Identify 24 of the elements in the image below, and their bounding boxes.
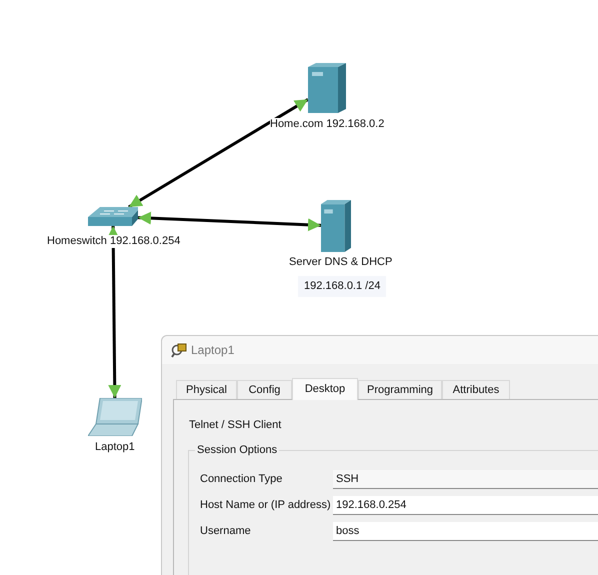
window-title: Laptop1 xyxy=(191,344,234,357)
group-legend: Session Options xyxy=(195,444,280,457)
network-link xyxy=(106,226,122,398)
tab: Programming xyxy=(358,380,442,399)
input-field: 192.168.0.254 xyxy=(333,496,598,515)
server-icon xyxy=(321,200,351,252)
field-label: Username xyxy=(200,525,251,538)
field-label: Host Name or (IP address) xyxy=(200,499,331,512)
tab: Config xyxy=(237,380,292,399)
input-field: SSH xyxy=(333,470,598,489)
field-label: Connection Type xyxy=(200,473,282,486)
device-label: Laptop1 xyxy=(95,441,135,454)
device-label: 192.168.0.1 /24 xyxy=(298,276,386,297)
server-icon xyxy=(308,63,346,113)
switch-icon xyxy=(88,207,138,226)
tab: Desktop xyxy=(292,378,358,400)
section-heading: Telnet / SSH Client xyxy=(189,419,282,432)
device-label: Homeswitch 192.168.0.254 xyxy=(47,235,180,248)
network-link xyxy=(138,212,322,232)
network-link xyxy=(128,98,309,208)
input-field: boss xyxy=(333,522,598,541)
tab: Attributes xyxy=(442,380,510,399)
tab: Physical xyxy=(176,380,237,399)
laptop-icon xyxy=(88,398,142,436)
